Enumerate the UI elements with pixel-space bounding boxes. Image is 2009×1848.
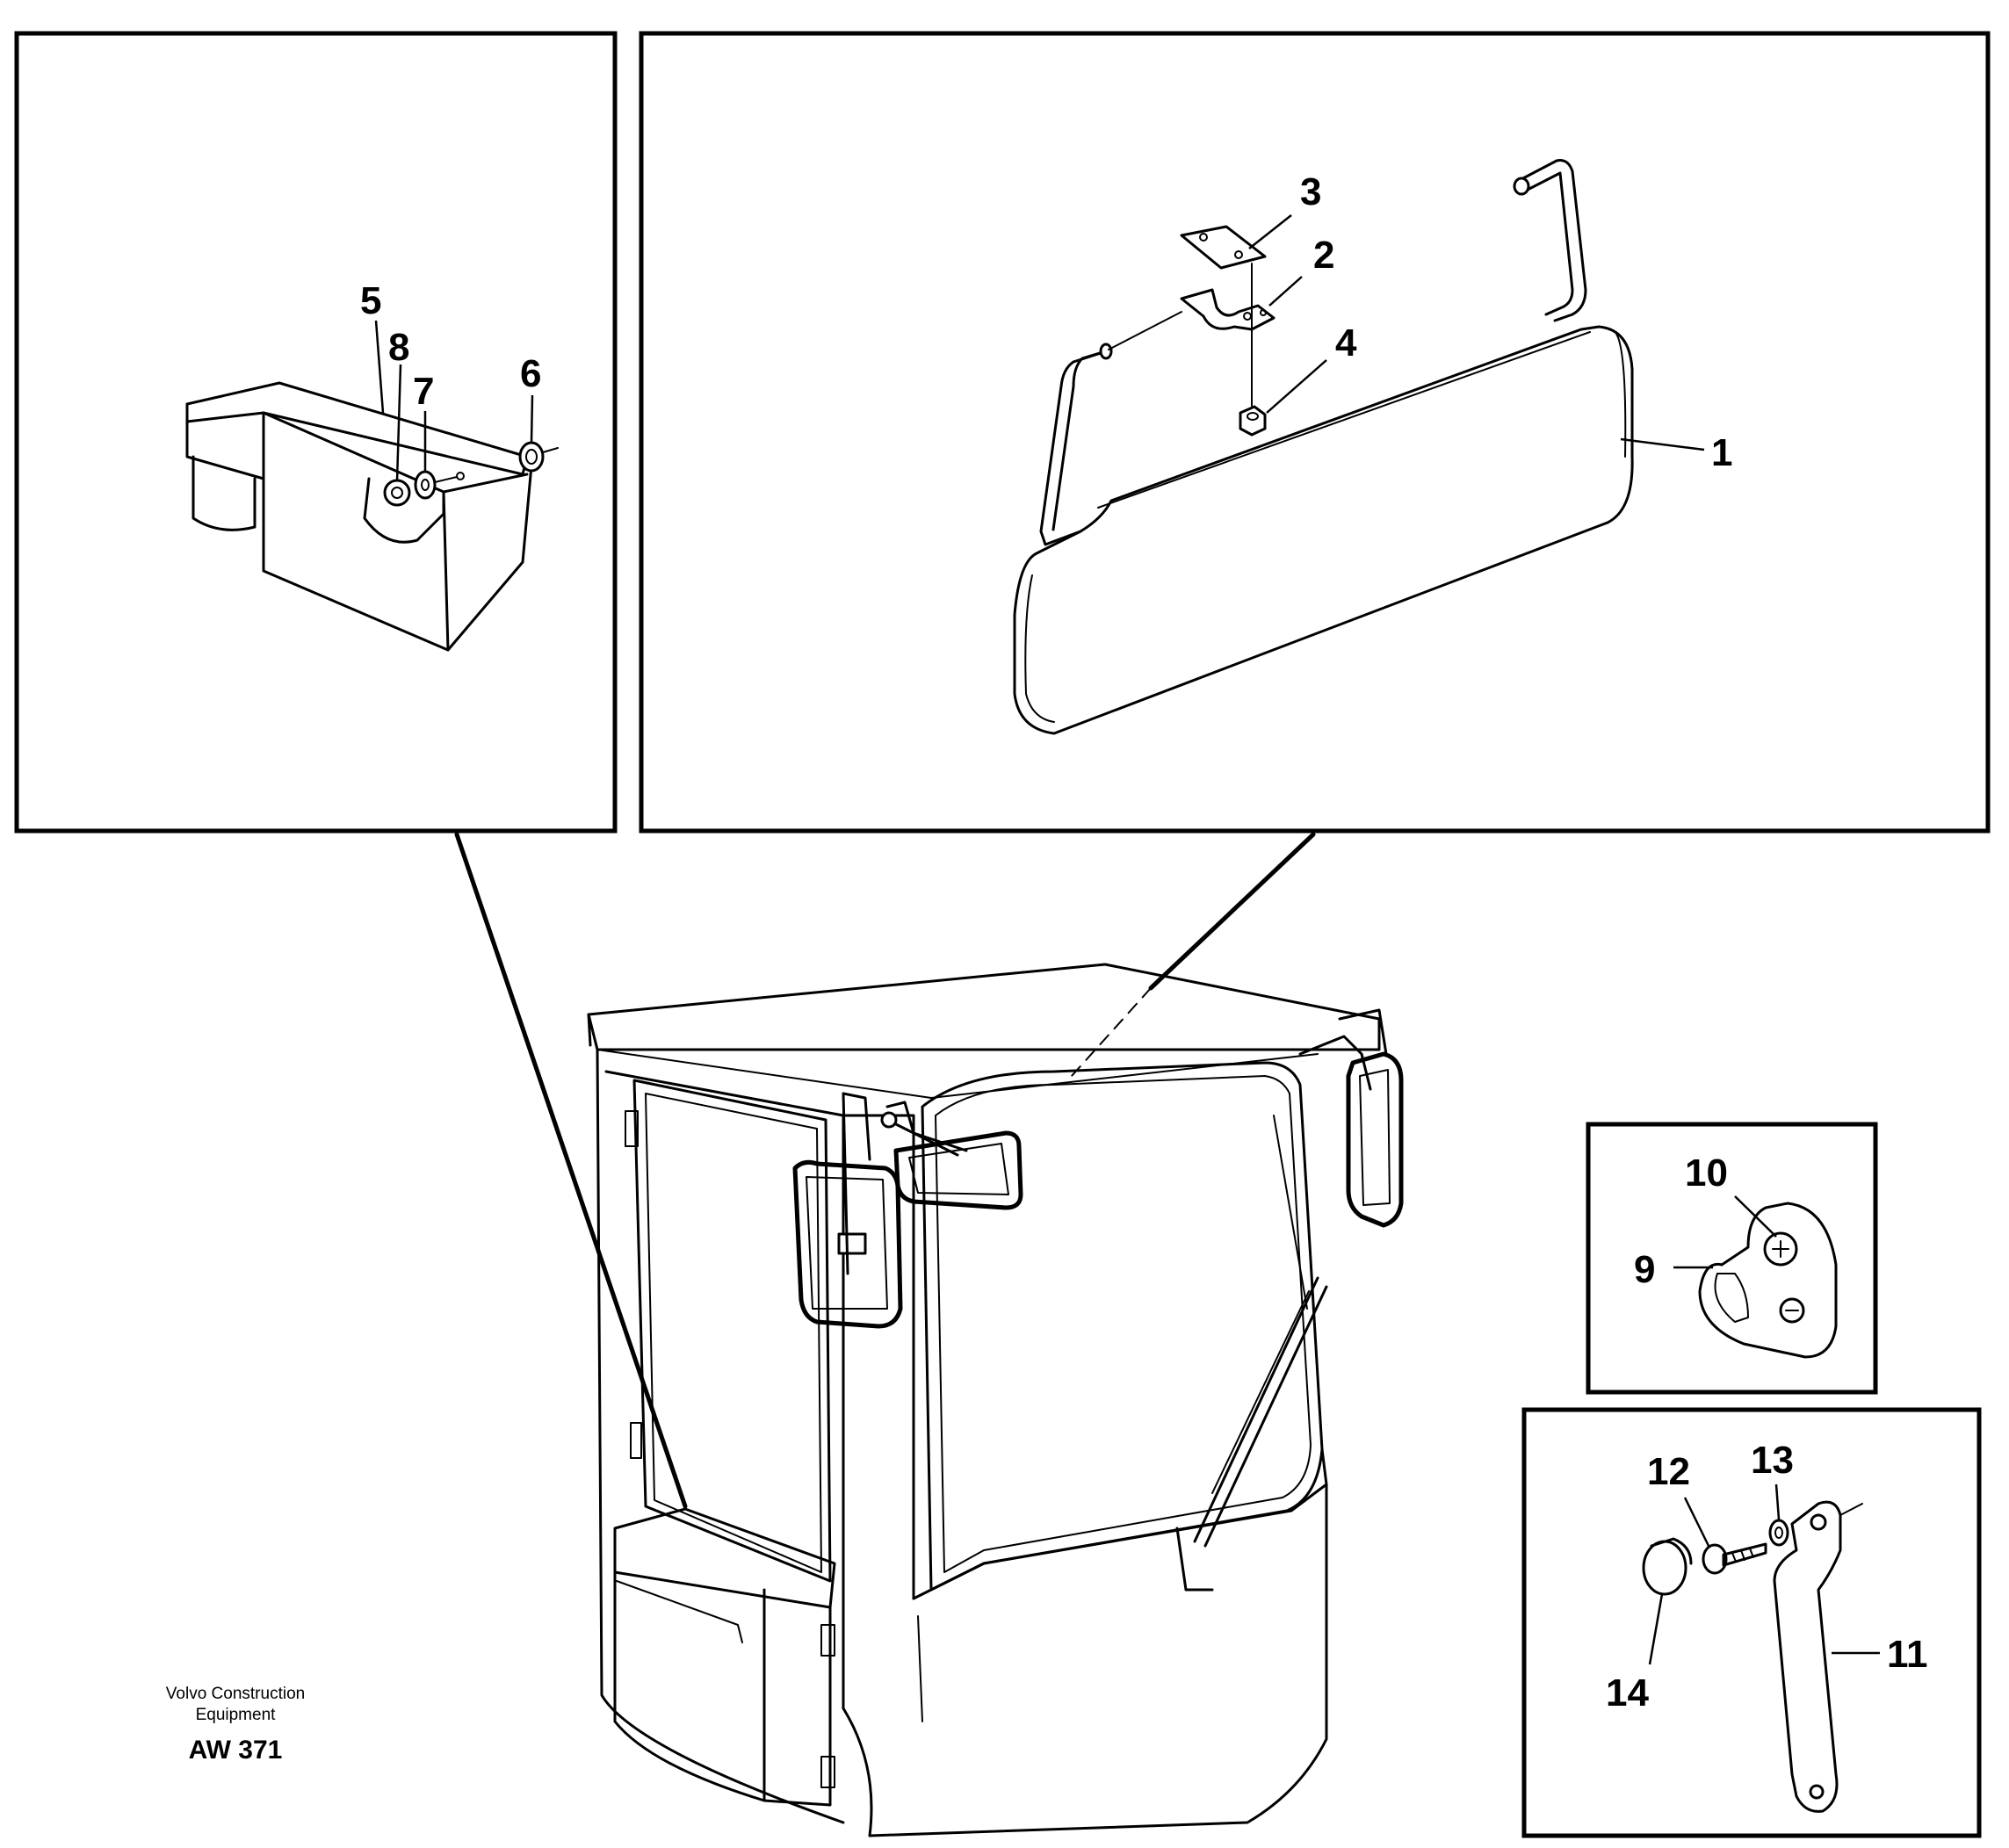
handle-drawing (1642, 1500, 1863, 1813)
storage-box-drawing (185, 381, 559, 652)
part-label-7: 7 (413, 370, 434, 413)
part-label-10: 10 (1685, 1151, 1728, 1195)
detail-frame-sun-visor: 3 2 4 1 (639, 31, 1991, 834)
leader-3 (1248, 214, 1292, 249)
part-label-3: 3 (1300, 170, 1321, 213)
detail-frame-storage-box: 5 8 7 6 (14, 31, 618, 834)
part-label-13: 13 (1751, 1439, 1794, 1482)
detail-frame-hook: 10 9 (1586, 1122, 1878, 1395)
cab-drawing (587, 963, 1404, 1837)
part-label-4: 4 (1335, 321, 1357, 365)
part-label-5: 5 (360, 279, 381, 322)
callout-connectors (454, 832, 1316, 1509)
leader-13 (1774, 1483, 1781, 1520)
part-label-12: 12 (1647, 1450, 1690, 1493)
caption-line-2: Equipment (196, 1706, 277, 1724)
detail-frame-handle: 12 13 14 11 (1521, 1407, 1982, 1838)
hook-drawing (1698, 1202, 1838, 1359)
leader-4 (1266, 359, 1327, 414)
leader-8 (395, 364, 402, 482)
part-label-6: 6 (520, 352, 541, 395)
part-label-14: 14 (1606, 1671, 1649, 1714)
part-label-8: 8 (388, 326, 409, 369)
leader-12 (1683, 1497, 1710, 1547)
leader-14 (1648, 1593, 1664, 1665)
sun-visor-drawing (1013, 159, 1634, 735)
part-label-2: 2 (1313, 234, 1334, 277)
publisher-caption: Volvo Construction Equipment AW 371 (166, 1685, 305, 1765)
drawing-code: AW 371 (189, 1736, 283, 1765)
part-label-11: 11 (1887, 1633, 1928, 1676)
leader-6 (530, 394, 534, 443)
part-label-1: 1 (1711, 431, 1732, 474)
caption-line-1: Volvo Construction (166, 1685, 305, 1703)
leader-10 (1734, 1195, 1777, 1238)
leader-1 (1620, 437, 1705, 451)
leader-2 (1268, 276, 1303, 307)
leader-5 (374, 320, 385, 414)
part-label-9: 9 (1634, 1248, 1655, 1291)
